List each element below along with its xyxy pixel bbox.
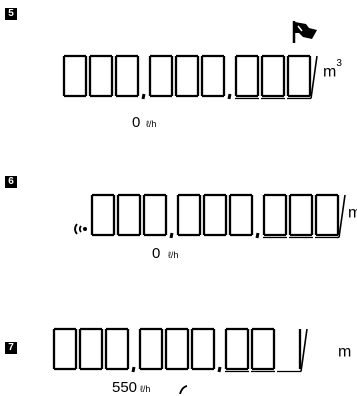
meter-reading-display — [90, 193, 346, 239]
volume-unit-label: m3 — [348, 204, 357, 222]
digit — [78, 327, 104, 371]
panel-badge-6: 6 — [5, 176, 17, 188]
digit — [114, 54, 140, 98]
signal-mark-icon — [179, 385, 188, 394]
thousands-separator — [141, 93, 146, 100]
digit — [260, 54, 286, 100]
digit — [228, 193, 254, 237]
digit — [142, 193, 168, 237]
flow-rate-value: 550 — [112, 379, 138, 396]
digit — [250, 327, 276, 373]
flow-rate-unit: ℓ/h — [140, 384, 151, 394]
panel-badge-7: 7 — [5, 342, 17, 354]
digit — [234, 54, 260, 100]
digit — [174, 54, 200, 98]
thousands-separator — [227, 93, 232, 100]
meter-reading-display — [52, 327, 308, 373]
flow-rate-unit: ℓ/h — [146, 119, 157, 129]
digit — [286, 54, 318, 100]
digit — [52, 327, 78, 371]
digit — [190, 327, 216, 371]
flag-icon — [292, 21, 317, 43]
digit — [104, 327, 130, 371]
flow-rate-value: 0 — [152, 245, 161, 262]
digit — [262, 193, 288, 239]
digit — [277, 328, 308, 373]
thousands-separator — [217, 366, 222, 373]
digit — [88, 54, 114, 98]
digit — [314, 193, 346, 239]
flow-rate-unit: ℓ/h — [168, 250, 179, 260]
thousands-separator — [255, 232, 260, 239]
digit — [148, 54, 174, 98]
volume-unit-label: m — [338, 343, 352, 361]
digit — [90, 193, 116, 237]
volume-unit-label: m3 — [323, 58, 342, 81]
digit — [224, 327, 250, 373]
digit — [116, 193, 142, 237]
digit — [288, 193, 314, 239]
flow-rate-value: 0 — [132, 114, 141, 131]
digit — [176, 193, 202, 237]
thousands-separator — [169, 232, 174, 239]
digit — [202, 193, 228, 237]
digit — [164, 327, 190, 371]
meter-reading-display — [62, 54, 318, 100]
radio-wave-icon — [74, 223, 87, 235]
digit — [138, 327, 164, 371]
digit — [200, 54, 226, 98]
thousands-separator — [131, 366, 136, 373]
digit — [62, 54, 88, 98]
panel-badge-5: 5 — [5, 8, 17, 20]
